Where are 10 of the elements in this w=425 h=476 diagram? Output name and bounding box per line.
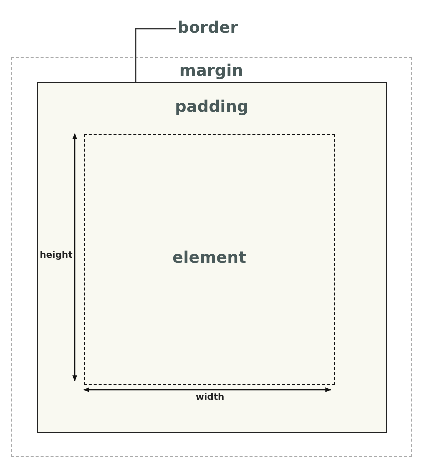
border-box xyxy=(37,82,387,433)
margin-area xyxy=(11,57,412,457)
callout-label: border xyxy=(176,18,240,40)
leader-line xyxy=(135,28,176,82)
dimension-label: height xyxy=(40,251,73,261)
area-label: margin xyxy=(180,61,244,80)
area-label: padding xyxy=(175,97,249,116)
dimension-label: width xyxy=(196,393,225,403)
element-box xyxy=(84,134,335,385)
area-label: element xyxy=(172,248,246,267)
